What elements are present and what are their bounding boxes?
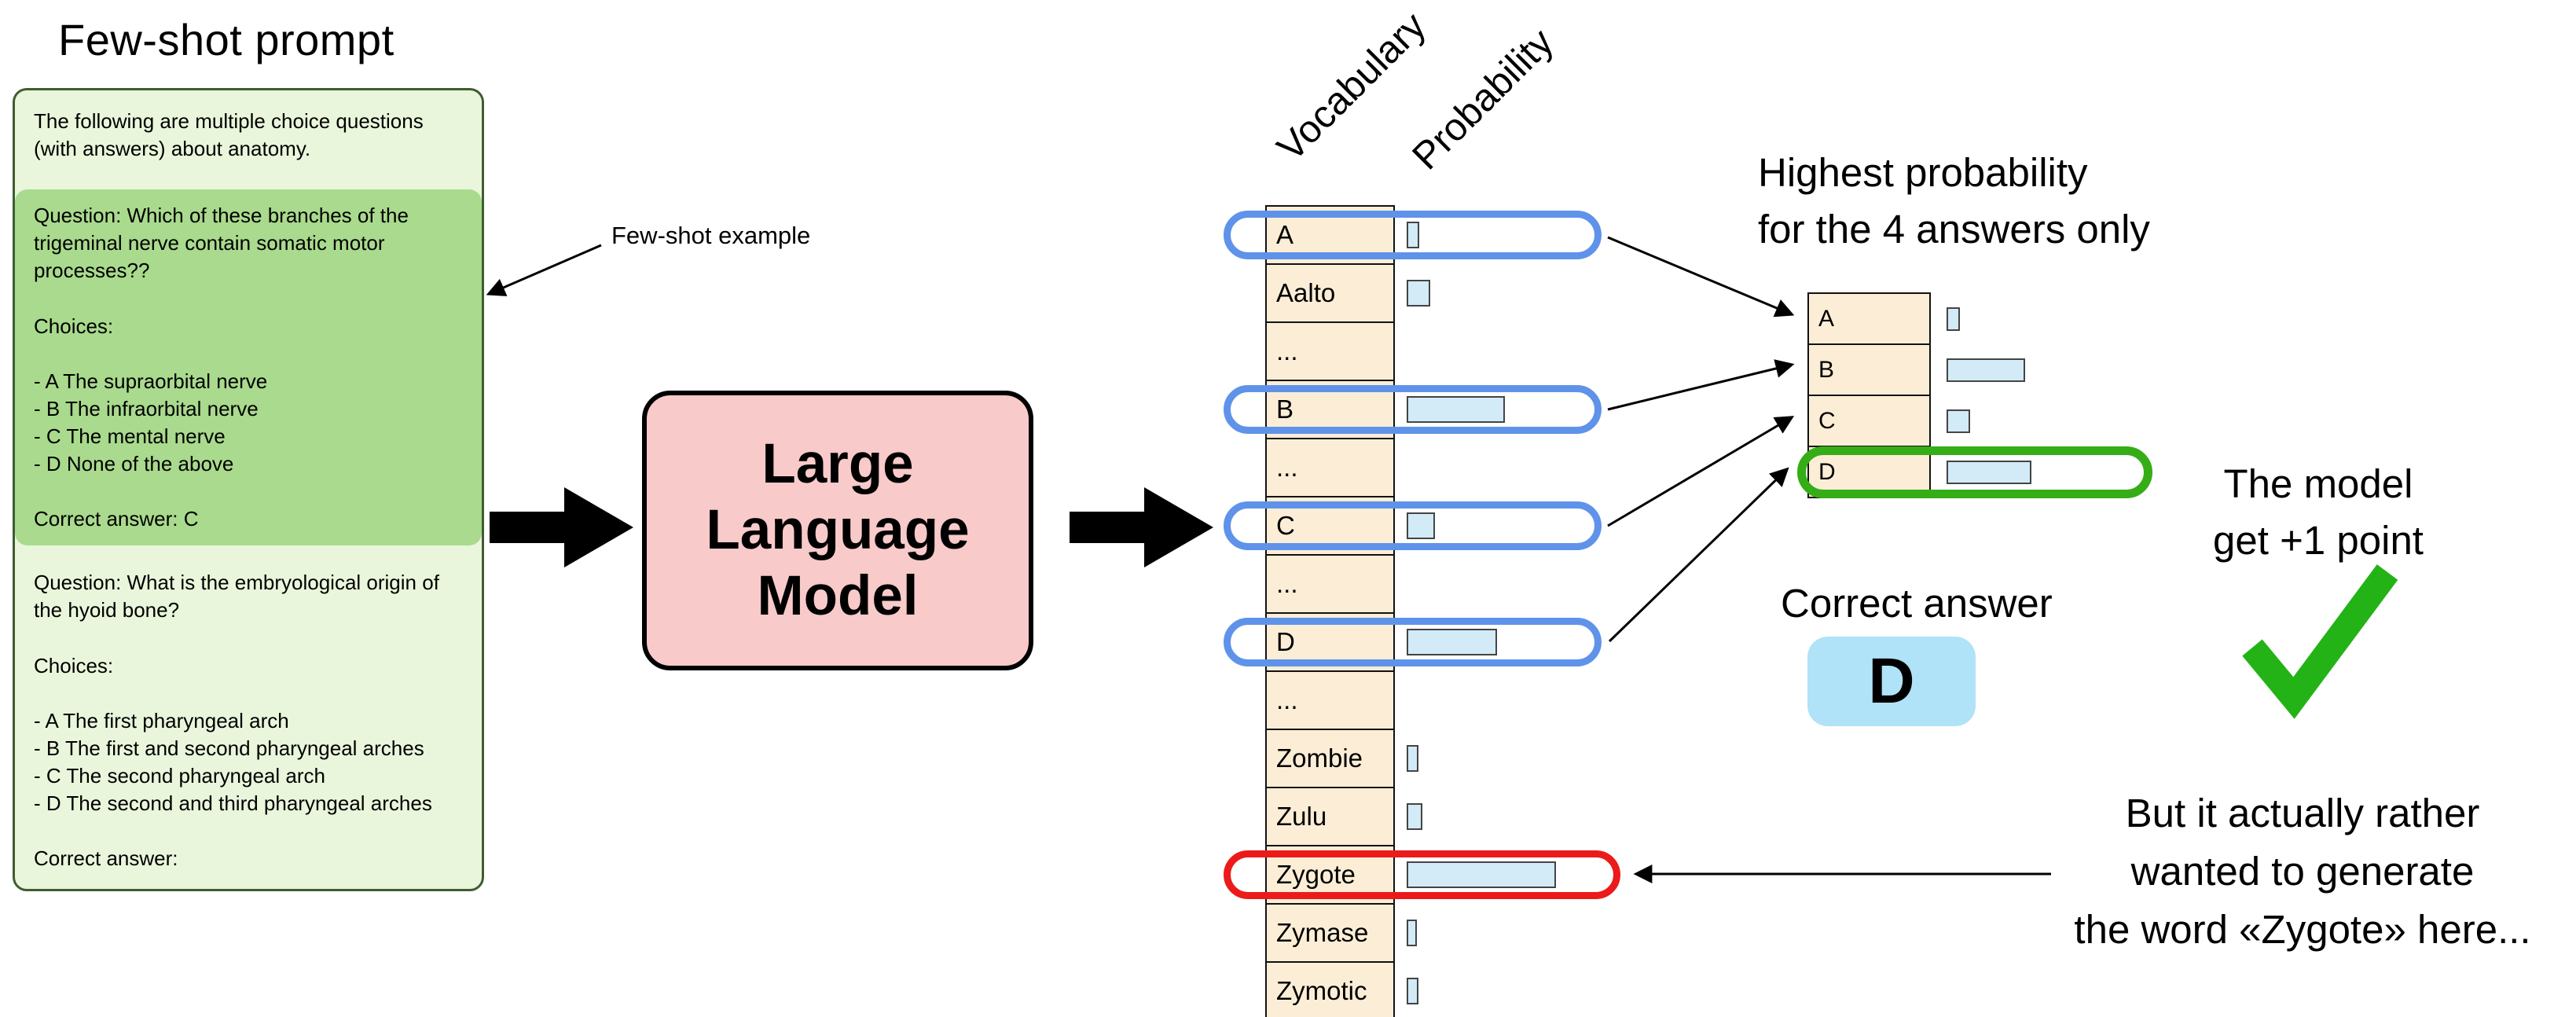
vocab-row: Zulu	[1265, 787, 1705, 846]
vocab-token-cell: ...	[1265, 321, 1395, 381]
green-highlight-outline	[1797, 446, 2152, 498]
vocab-row: ...	[1265, 438, 1705, 497]
probability-bar	[1947, 358, 2025, 382]
vocab-row: ...	[1265, 554, 1705, 614]
vocab-row: ...	[1265, 321, 1705, 381]
vocab-token-cell: ...	[1265, 554, 1395, 614]
vocab-token-cell: Zymase	[1265, 903, 1395, 963]
page-title: Few-shot prompt	[58, 15, 394, 64]
vocab-token-cell: Aalto	[1265, 263, 1395, 323]
answer-row: C	[1807, 395, 2137, 447]
zygote-note: But it actually rather wanted to generat…	[2074, 791, 2531, 952]
correct-answer-label: Correct answer	[1781, 581, 2053, 626]
answer-token-cell: B	[1807, 343, 1931, 396]
probability-bar	[1407, 745, 1418, 772]
correct-answer-box: D	[1807, 637, 1976, 726]
blue-highlight-outline	[1224, 385, 1602, 434]
probability-bar	[1407, 803, 1422, 830]
few-shot-prompt-box: The following are multiple choice questi…	[13, 88, 484, 891]
probability-bar	[1947, 409, 1970, 433]
flow-arrow-icon	[490, 487, 633, 567]
fewshot-pointer-arrow-icon	[486, 244, 602, 296]
vocab-token-cell: ...	[1265, 670, 1395, 730]
highest-probability-heading: Highest probability for the 4 answers on…	[1758, 150, 2150, 252]
probability-column-header: Probability	[1404, 20, 1562, 178]
target-question-block: Question: What is the embryological orig…	[34, 571, 439, 871]
vocab-token-cell: Zulu	[1265, 787, 1395, 846]
few-shot-example-block: Question: Which of these branches of the…	[15, 189, 482, 546]
vocab-row: ...	[1265, 670, 1705, 730]
checkmark-icon	[2242, 564, 2398, 719]
vocab-token-cell: Zombie	[1265, 729, 1395, 788]
answer-row: B	[1807, 343, 2137, 396]
probability-bar	[1407, 920, 1417, 946]
red-highlight-outline	[1224, 850, 1620, 899]
blue-highlight-outline	[1224, 618, 1602, 666]
answer-token-cell: A	[1807, 292, 1931, 345]
vocab-row: Zombie	[1265, 729, 1705, 788]
vocab-row: Zymase	[1265, 903, 1705, 963]
score-note: The model get +1 point	[2213, 461, 2424, 564]
llm-box: Large Language Model	[642, 391, 1033, 670]
answer-row: A	[1807, 292, 2137, 345]
probability-bar	[1947, 307, 1960, 331]
vocab-token-cell: ...	[1265, 438, 1395, 497]
answer-token-cell: C	[1807, 395, 1931, 447]
vocab-row: Aalto	[1265, 263, 1705, 323]
probability-bar	[1407, 280, 1430, 307]
few-shot-example-label: Few-shot example	[611, 222, 811, 249]
flow-arrow-icon	[1070, 487, 1213, 567]
blue-highlight-outline	[1224, 501, 1602, 550]
vocab-token-cell: Zymotic	[1265, 961, 1395, 1017]
blue-highlight-outline	[1224, 211, 1602, 259]
vocab-row: Zymotic	[1265, 961, 1705, 1017]
prompt-intro-text: The following are multiple choice questi…	[34, 109, 424, 161]
probability-bar	[1407, 978, 1418, 1004]
